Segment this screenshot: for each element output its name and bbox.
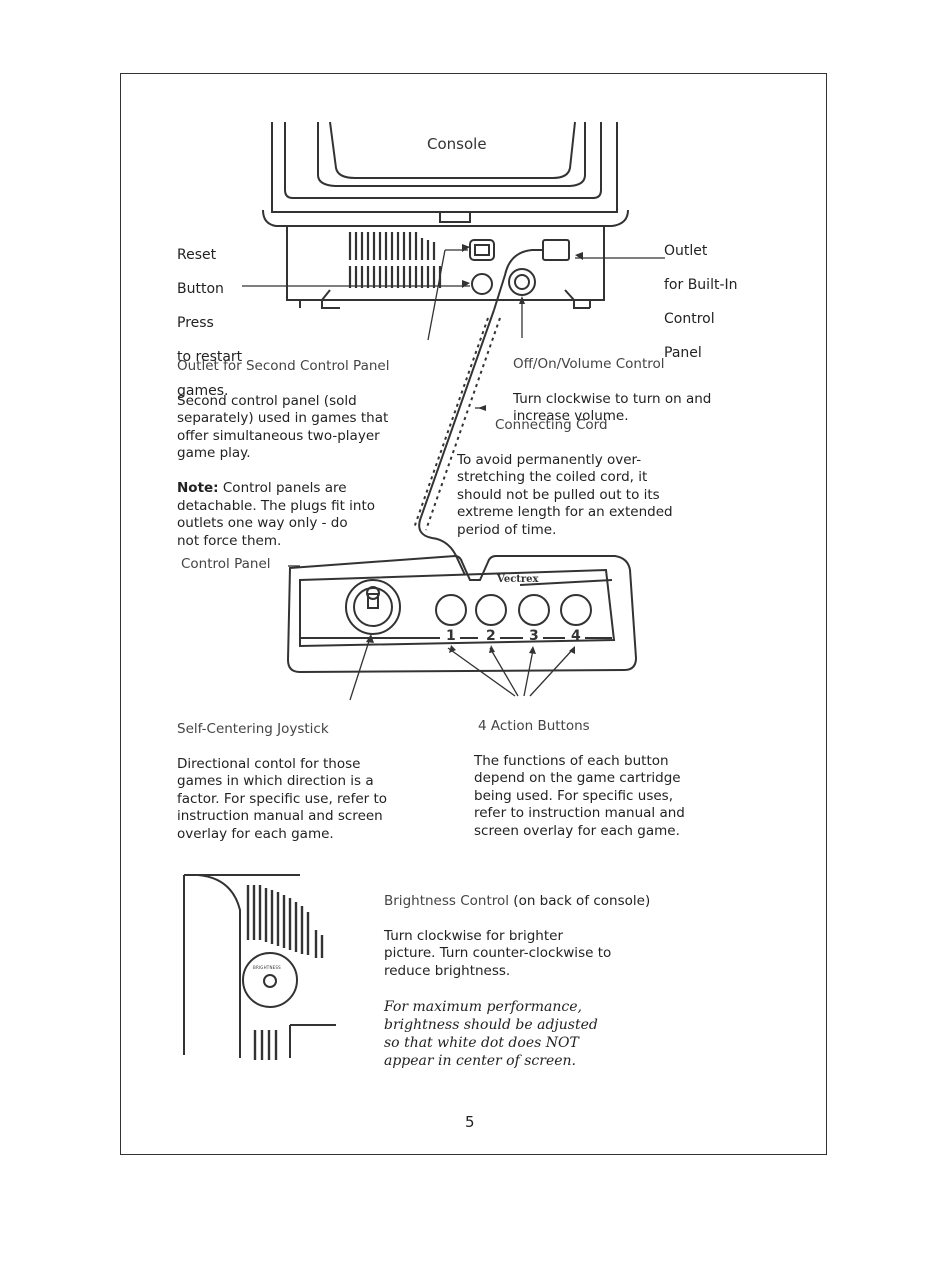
cord-body: To avoid permanently over- stretching th… [457, 451, 673, 538]
action-buttons-title: 4 Action Buttons [478, 717, 590, 734]
brightness-italic-note: For maximum performance, brightness shou… [384, 998, 598, 1069]
volume-body: Turn clockwise to turn on and increase v… [513, 390, 712, 425]
outlet-second-caption: Outlet for Second Control Panel Second c… [177, 340, 457, 568]
brightness-heading: Brightness Control (on back of console) [384, 893, 724, 911]
outlet-builtin-line: Panel [664, 345, 702, 361]
outlet-second-note: Note: Control panels are detachable. The… [177, 480, 457, 550]
reset-line: games. [177, 383, 229, 399]
brightness-body: Turn clockwise for brighter picture. Tur… [384, 927, 612, 979]
outlet-second-title: Outlet for Second Control Panel [177, 357, 390, 374]
cord-caption: Connecting Cord To avoid permanently ove… [457, 399, 757, 557]
volume-caption: Off/On/Volume Control Turn clockwise to … [513, 338, 763, 443]
button-number-1: 1 [446, 628, 456, 644]
page-border [120, 73, 827, 1155]
note-label: Note: [177, 480, 219, 496]
outlet-builtin-line: for Built-In [664, 277, 738, 293]
volume-title: Off/On/Volume Control [513, 355, 665, 372]
outlet-builtin-line: Outlet [664, 243, 708, 259]
reset-button-caption: Reset Button Press to restart games. [177, 230, 242, 417]
cord-title: Connecting Cord [495, 416, 608, 433]
brightness-title: Brightness Control [384, 892, 510, 909]
outlet-builtin-caption: Outlet for Built-In Control Panel [664, 226, 738, 379]
action-buttons-body: The functions of each button depend on t… [474, 752, 685, 839]
reset-line: to restart [177, 349, 243, 365]
joystick-title: Self-Centering Joystick [177, 720, 329, 737]
reset-line: Button [177, 281, 224, 297]
button-number-3: 3 [529, 628, 539, 644]
reset-line: Reset [177, 247, 217, 263]
brand-logo: Vectrex [497, 574, 539, 585]
note-body: Control panels are detachable. The plugs… [177, 480, 376, 549]
outlet-builtin-line: Control [664, 311, 715, 327]
joystick-body: Directional contol for those games in wh… [177, 755, 388, 842]
action-buttons-caption: 4 Action Buttons The functions of each b… [474, 700, 754, 858]
joystick-caption: Self-Centering Joystick Directional cont… [177, 703, 437, 861]
button-number-4: 4 [571, 628, 581, 644]
button-number-2: 2 [486, 628, 496, 644]
control-panel-label: Control Panel [181, 556, 271, 572]
brightness-knob-label: BRIGHTNESS [253, 965, 281, 970]
brightness-title-suffix: (on back of console) [509, 892, 651, 909]
outlet-second-body: Second control panel (sold separately) u… [177, 392, 389, 462]
console-label: Console [427, 135, 487, 153]
brightness-caption: Brightness Control (on back of console) … [384, 875, 724, 1087]
reset-line: Press [177, 315, 214, 331]
page-number: 5 [465, 1113, 475, 1131]
